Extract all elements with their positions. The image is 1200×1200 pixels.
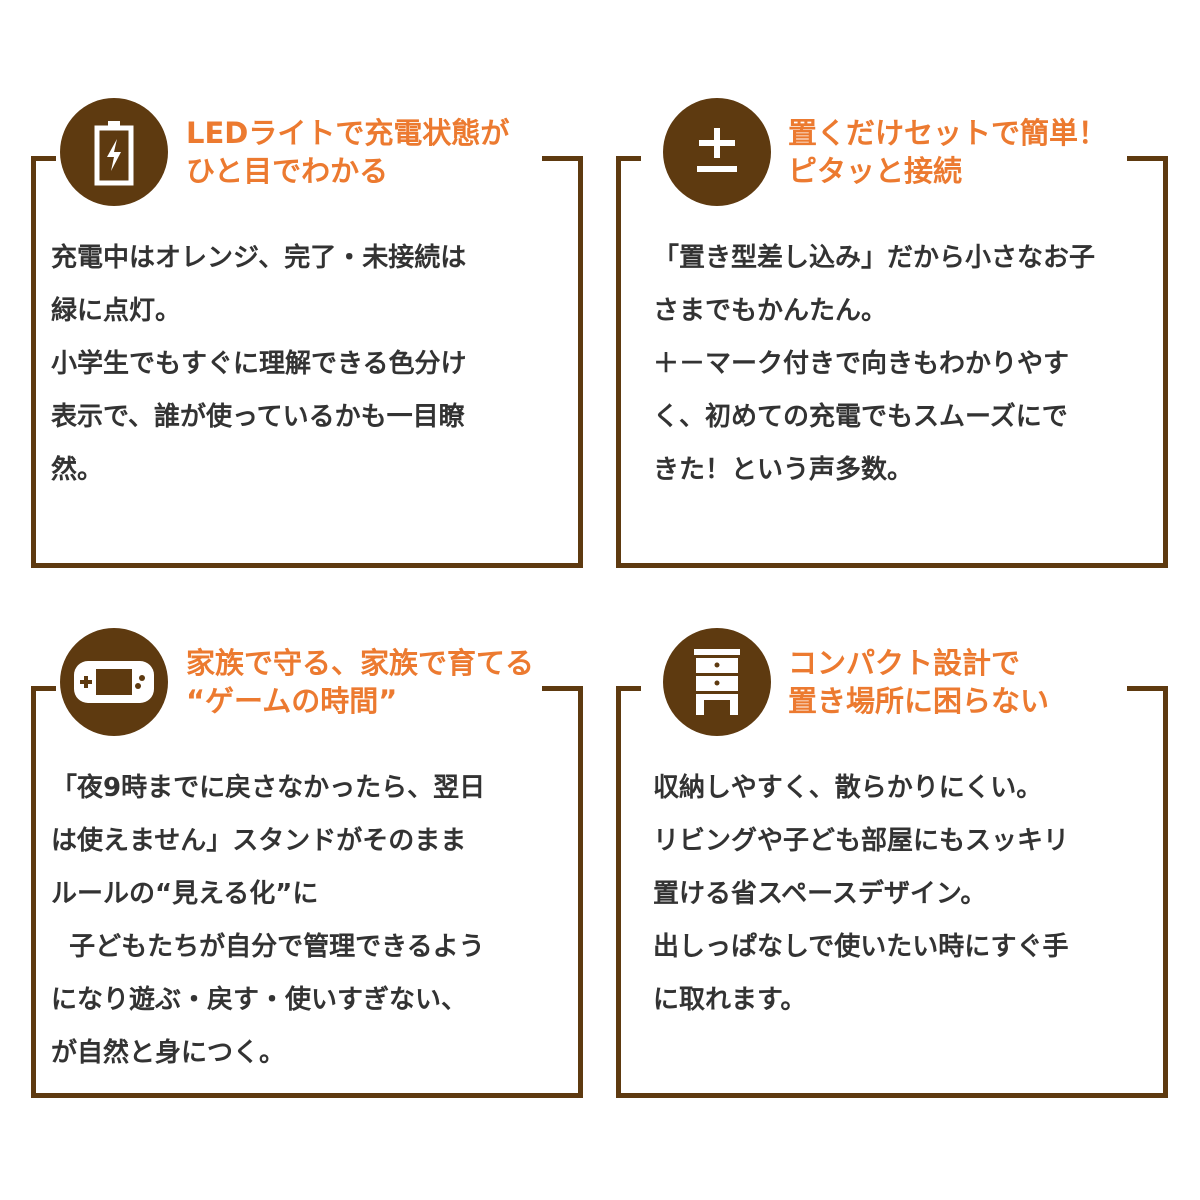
plus-minus-icon — [663, 98, 771, 206]
feature-panel-compact: コンパクト設計で置き場所に困らない 収納しやすく、散らかりにくい。リビングや子ど… — [616, 628, 1168, 1098]
panel-frame — [616, 156, 1168, 568]
panel-title: コンパクト設計で置き場所に困らない — [788, 646, 1050, 718]
panel-frame — [616, 686, 1168, 1098]
handheld-game-icon — [60, 628, 168, 736]
battery-charging-icon — [60, 98, 168, 206]
panel-title: 置くだけセットで簡単！ピタッと接続 — [788, 116, 1108, 188]
panel-body: 「置き型差し込み」だから小さなお子さまでもかんたん。＋－マーク付きで向きもわかり… — [653, 243, 1096, 485]
feature-panel-easy-connect: 置くだけセットで簡単！ピタッと接続 「置き型差し込み」だから小さなお子さまでもか… — [616, 98, 1168, 568]
panel-body: 収納しやすく、散らかりにくい。リビングや子ども部屋にもスッキリ置ける省スペースデ… — [653, 773, 1070, 1015]
panel-body: 「夜9時までに戻さなかったら、翌日は使えません」スタンドがそのままルールの“見え… — [51, 773, 486, 1068]
panel-body: 充電中はオレンジ、完了・未接続は緑に点灯。小学生でもすぐに理解できる色分け表示で… — [51, 243, 467, 485]
panel-frame — [31, 156, 583, 568]
drawer-cabinet-icon — [663, 628, 771, 736]
panel-frame — [31, 686, 583, 1098]
panel-title: 家族で守る、家族で育てる“ゲームの時間” — [186, 646, 535, 718]
feature-panel-led: LEDライトで充電状態がひと目でわかる 充電中はオレンジ、完了・未接続は緑に点灯… — [31, 98, 583, 568]
panel-title: LEDライトで充電状態がひと目でわかる — [186, 116, 510, 188]
feature-panel-family-rules: 家族で守る、家族で育てる“ゲームの時間” 「夜9時までに戻さなかったら、翌日は使… — [31, 628, 583, 1098]
